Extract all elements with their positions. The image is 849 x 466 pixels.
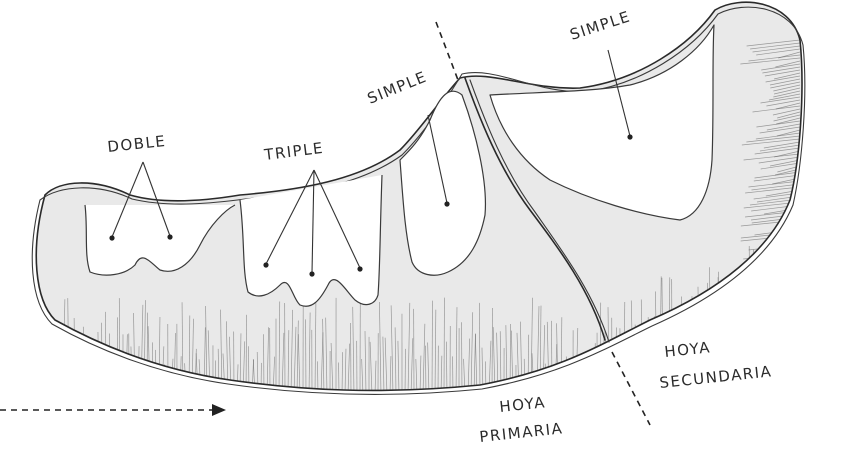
hatch-stroke [769, 247, 800, 253]
hatch-stroke [798, 272, 799, 326]
hatch-stroke [87, 354, 88, 395]
hatch-stroke [746, 271, 800, 277]
hatch-stroke [751, 292, 800, 298]
hatch-stroke [754, 261, 756, 340]
hatch-stroke [164, 365, 165, 395]
label-triple: TRIPLE [262, 139, 325, 164]
hatch-stroke [50, 330, 51, 395]
hatch-stroke [779, 275, 780, 332]
hatch-stroke [578, 359, 579, 395]
hatch-stroke [762, 273, 763, 338]
hatch-stroke [80, 334, 81, 395]
hatch-stroke [58, 353, 60, 395]
label-hoya-secundaria-2: SECUNDARIA [659, 362, 774, 392]
hatch-stroke [794, 244, 795, 327]
bottom-cut-line [612, 352, 650, 425]
top-cut-line [436, 22, 458, 80]
hatch-stroke [627, 341, 628, 385]
hatch-stroke [758, 300, 759, 339]
hatch-stroke [45, 345, 46, 395]
hatch-stroke [753, 250, 754, 342]
hatch-stroke [768, 238, 770, 336]
hatch-stroke [712, 316, 714, 355]
hatch-stroke [78, 353, 80, 395]
hatch-stroke [569, 361, 570, 395]
hatch-stroke [759, 283, 800, 289]
hatch-stroke [96, 348, 98, 395]
hatch-stroke [775, 268, 800, 274]
hatch-stroke [620, 328, 621, 387]
hatch-stroke [675, 312, 676, 369]
label-hoya-primaria-2: PRIMARIA [479, 419, 565, 446]
hatch-stroke [774, 295, 800, 301]
hatch-stroke [784, 233, 786, 329]
hatch-stroke [747, 264, 748, 343]
hatch-stroke [563, 364, 564, 395]
hatch-stroke [807, 236, 808, 323]
hatch-stroke [803, 254, 804, 323]
hatch-stroke [748, 262, 800, 268]
hatch-stroke [727, 319, 729, 350]
hatch-stroke [772, 259, 800, 265]
hatch-stroke [749, 246, 750, 342]
hatch-stroke [765, 266, 766, 337]
label-doble: DOBLE [107, 132, 168, 156]
hatch-stroke [773, 257, 774, 334]
hatch-stroke [761, 280, 800, 286]
label-simple-right: SIMPLE [568, 7, 633, 44]
hatch-stroke [753, 286, 800, 292]
hatch-stroke [722, 321, 723, 352]
hatch-stroke [776, 256, 800, 262]
hatch-stroke [733, 275, 735, 348]
hatch-stroke [587, 357, 588, 395]
hatch-stroke [726, 300, 728, 351]
hatch-stroke [584, 355, 585, 395]
hatch-stroke [651, 346, 652, 377]
hatch-stroke [792, 240, 794, 328]
hatch-stroke [770, 289, 771, 335]
label-hoya-secundaria-1: HOYA [664, 338, 712, 361]
hatch-stroke [776, 247, 777, 333]
hatch-stroke [39, 360, 41, 395]
hatch-stroke [775, 298, 800, 304]
label-hoya-primaria-1: HOYA [499, 393, 547, 416]
hatch-stroke [788, 277, 789, 329]
hatch-stroke [83, 327, 84, 395]
hatch-stroke [566, 356, 567, 395]
hatch-stroke [753, 250, 800, 256]
direction-arrow [0, 404, 226, 416]
hatch-stroke [801, 256, 802, 325]
hatch-stroke [603, 339, 604, 394]
hatch-stroke [748, 274, 800, 280]
hatch-stroke [783, 279, 785, 331]
hatch-stroke [53, 318, 54, 395]
hatch-stroke [748, 277, 800, 283]
hatch-stroke [594, 343, 595, 395]
hatch-stroke [635, 325, 636, 383]
hatch-stroke [89, 340, 90, 395]
hatch-stroke [775, 265, 800, 271]
hatch-stroke [32, 357, 33, 395]
hatch-stroke [93, 359, 95, 395]
hatch-stroke [778, 241, 800, 247]
hatch-stroke [776, 289, 800, 295]
hatch-stroke [581, 359, 582, 395]
hatch-stroke [46, 319, 48, 395]
hatch-stroke [107, 355, 108, 395]
label-simple-left: SIMPLE [365, 68, 430, 108]
